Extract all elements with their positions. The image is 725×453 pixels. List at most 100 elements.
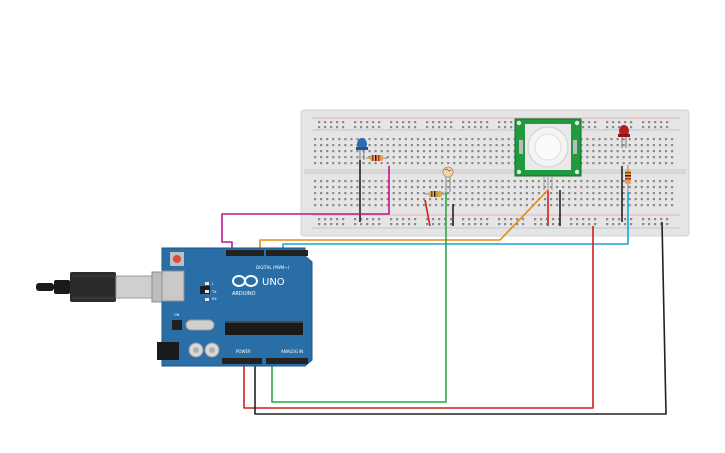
breadboard-hole [606, 121, 609, 124]
breadboard-hole [380, 204, 383, 207]
breadboard-hole [628, 204, 631, 207]
breadboard-hole [468, 223, 471, 226]
breadboard-hole [410, 156, 413, 159]
breadboard-hole [404, 192, 407, 195]
breadboard-hole [350, 186, 353, 189]
breadboard-hole [465, 180, 468, 183]
blue-led[interactable] [356, 138, 368, 160]
breadboard-hole [664, 204, 668, 207]
breadboard-hole [543, 204, 547, 207]
breadboard-hole [646, 162, 649, 165]
breadboard-hole [459, 192, 462, 195]
breadboard-hole [320, 180, 323, 183]
breadboard-hole [646, 144, 649, 147]
breadboard-hole [441, 180, 444, 183]
breadboard-hole [465, 156, 468, 159]
breadboard-hole [652, 150, 655, 153]
breadboard-hole [435, 204, 438, 207]
breadboard-hole [314, 192, 317, 195]
breadboard-hole [501, 204, 504, 207]
breadboard-hole [622, 198, 625, 201]
breadboard-hole [428, 138, 432, 141]
breadboard-hole [477, 192, 480, 195]
red-led[interactable] [618, 125, 630, 148]
breadboard-hole [410, 204, 413, 207]
resistor-3[interactable] [625, 165, 631, 192]
arduino-uno-board[interactable]: ARDUINO UNO DIGITAL (PWM~) POWER ANALOG … [157, 247, 313, 367]
breadboard-hole [616, 204, 619, 207]
breadboard-hole [510, 218, 513, 221]
breadboard-hole [664, 186, 668, 189]
breadboard-hole [465, 204, 468, 207]
breadboard-hole [344, 144, 347, 147]
wire-red[interactable] [243, 226, 594, 409]
breadboard-hole [441, 156, 444, 159]
breadboard-hole [594, 126, 597, 129]
breadboard-hole [356, 198, 359, 201]
usb-cable[interactable] [36, 271, 167, 303]
breadboard-hole [495, 162, 498, 165]
resistor-2[interactable] [425, 191, 448, 197]
breadboard-hole [416, 138, 420, 141]
breadboard-hole [408, 218, 411, 221]
breadboard-hole [422, 150, 426, 153]
wire-orange[interactable] [259, 189, 549, 252]
breadboard-hole [622, 156, 625, 159]
breadboard-hole [586, 198, 589, 201]
breadboard-hole [330, 223, 333, 226]
breadboard-hole [320, 162, 323, 165]
breadboard-hole [396, 126, 399, 129]
breadboard-hole [374, 186, 377, 189]
breadboard[interactable] [300, 109, 690, 237]
resistor-1[interactable] [366, 155, 388, 161]
breadboard-hole [314, 150, 317, 153]
breadboard-hole [435, 150, 438, 153]
jumper-red-1[interactable] [424, 199, 431, 227]
breadboard-hole [477, 138, 480, 141]
wire-green[interactable] [271, 192, 447, 403]
pir-motion-sensor[interactable] [514, 118, 582, 190]
photoresistor[interactable] [442, 166, 454, 192]
breadboard-hole [326, 150, 329, 153]
breadboard-hole [474, 121, 477, 124]
breadboard-hole [396, 223, 399, 226]
breadboard-hole [477, 144, 480, 147]
breadboard-hole [332, 186, 335, 189]
breadboard-hole [652, 138, 655, 141]
breadboard-hole [372, 126, 375, 129]
breadboard-hole [592, 192, 595, 195]
breadboard-hole [610, 144, 613, 147]
wire-black[interactable] [254, 221, 667, 415]
breadboard-hole [519, 204, 522, 207]
breadboard-hole [453, 162, 456, 165]
breadboard-hole [438, 121, 441, 124]
breadboard-hole [624, 121, 627, 124]
breadboard-hole [574, 204, 577, 207]
breadboard-hole [537, 180, 541, 183]
breadboard-hole [622, 150, 625, 153]
breadboard-hole [342, 126, 345, 129]
breadboard-hole [660, 218, 663, 221]
breadboard-hole [513, 186, 516, 189]
breadboard-hole [658, 198, 662, 201]
breadboard-hole [396, 121, 399, 124]
breadboard-hole [338, 204, 341, 207]
breadboard-hole [501, 180, 504, 183]
breadboard-hole [441, 186, 444, 189]
breadboard-hole [338, 192, 341, 195]
breadboard-hole [350, 138, 353, 141]
wire-magenta[interactable] [221, 166, 390, 252]
breadboard-hole [489, 180, 492, 183]
breadboard-hole [666, 126, 669, 129]
breadboard-hole [468, 218, 471, 221]
breadboard-hole [471, 150, 474, 153]
breadboard-hole [404, 156, 407, 159]
breadboard-hole [598, 186, 601, 189]
breadboard-hole [513, 180, 516, 183]
breadboard-hole [459, 198, 462, 201]
breadboard-hole [459, 138, 462, 141]
breadboard-hole [360, 126, 363, 129]
breadboard-hole [660, 223, 663, 226]
breadboard-hole [380, 192, 383, 195]
breadboard-hole [574, 180, 577, 183]
